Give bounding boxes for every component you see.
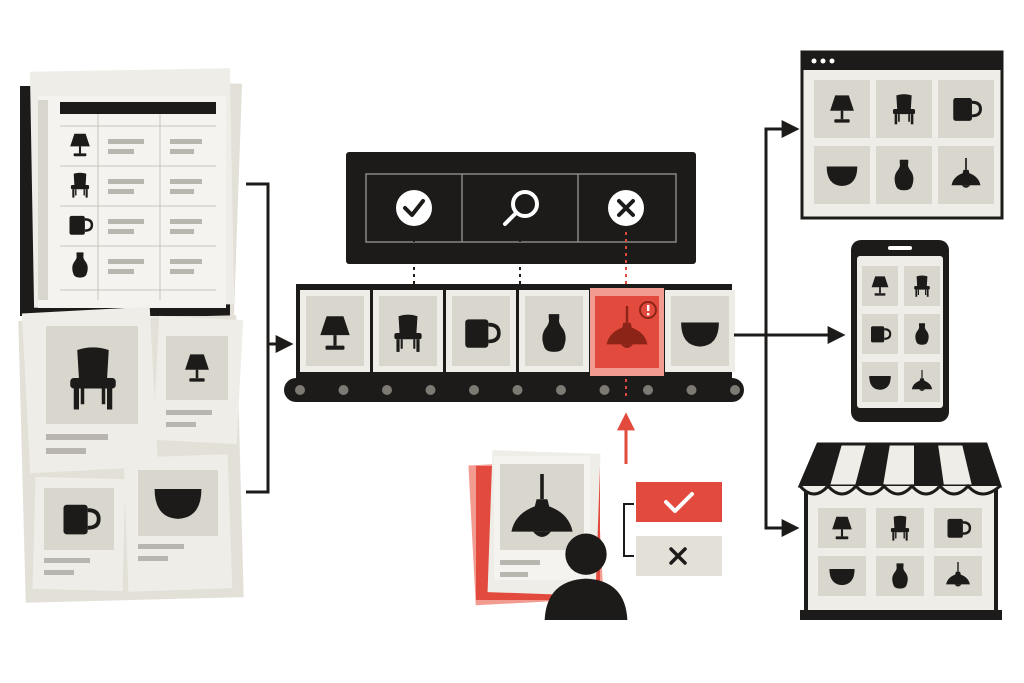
roller [425, 385, 436, 395]
spreadsheet-row [68, 214, 202, 237]
conveyor-item [446, 290, 516, 372]
roller [643, 385, 653, 395]
exclamation-badge-icon [639, 301, 657, 319]
spreadsheet-document-stack [20, 68, 243, 320]
roller [512, 385, 523, 395]
store-awning [797, 442, 1003, 496]
catalog-tile [818, 556, 866, 596]
catalog-tile [904, 314, 940, 354]
spreadsheet-row [70, 172, 202, 198]
roller [338, 385, 349, 395]
spreadsheet-row [72, 252, 202, 278]
catalog-tile [876, 508, 924, 548]
catalog-tile [862, 266, 898, 306]
conveyor-item [665, 290, 735, 372]
spreadsheet-header-bar [60, 102, 216, 114]
catalog-tile [876, 80, 932, 138]
distribution-connector [734, 120, 846, 537]
retail-store-catalog [797, 442, 1003, 620]
x-icon [669, 547, 687, 565]
catalog-tile [814, 80, 870, 138]
catalog-tile [904, 362, 940, 402]
conveyor-item [519, 290, 589, 372]
catalog-tile [934, 508, 982, 548]
validation-panel [346, 152, 696, 264]
check-icon [664, 492, 694, 513]
catalog-tile [934, 556, 982, 596]
mobile-phone-catalog [851, 240, 949, 422]
catalog-tile [876, 556, 924, 596]
catalog-tile [862, 362, 898, 402]
conveyor-item-flagged [590, 288, 664, 376]
catalog-tile [818, 508, 866, 548]
check-circle-icon [396, 190, 432, 226]
catalog-tile [862, 314, 898, 354]
roller [599, 385, 610, 395]
approve-option[interactable] [636, 482, 722, 522]
catalog-tile [904, 266, 940, 306]
web-browser-catalog [800, 50, 1004, 220]
roller [382, 385, 392, 395]
x-circle-icon [608, 190, 644, 226]
catalog-tile [814, 146, 870, 204]
roller [556, 385, 566, 395]
conveyor-item [373, 290, 443, 372]
roller [686, 385, 697, 395]
spreadsheet-row [70, 133, 202, 157]
roller [469, 385, 479, 395]
product-cards-stack [18, 306, 244, 603]
catalog-tile [938, 146, 994, 204]
magnifier-icon [503, 190, 539, 226]
catalog-tile [876, 146, 932, 204]
conveyor-belt [284, 284, 744, 402]
reject-option[interactable] [636, 536, 722, 576]
roller [295, 385, 305, 395]
catalog-tile [938, 80, 994, 138]
roller [730, 385, 740, 395]
human-review-station [468, 378, 722, 620]
sources-merge-connector [246, 182, 294, 494]
conveyor-item [300, 290, 370, 372]
